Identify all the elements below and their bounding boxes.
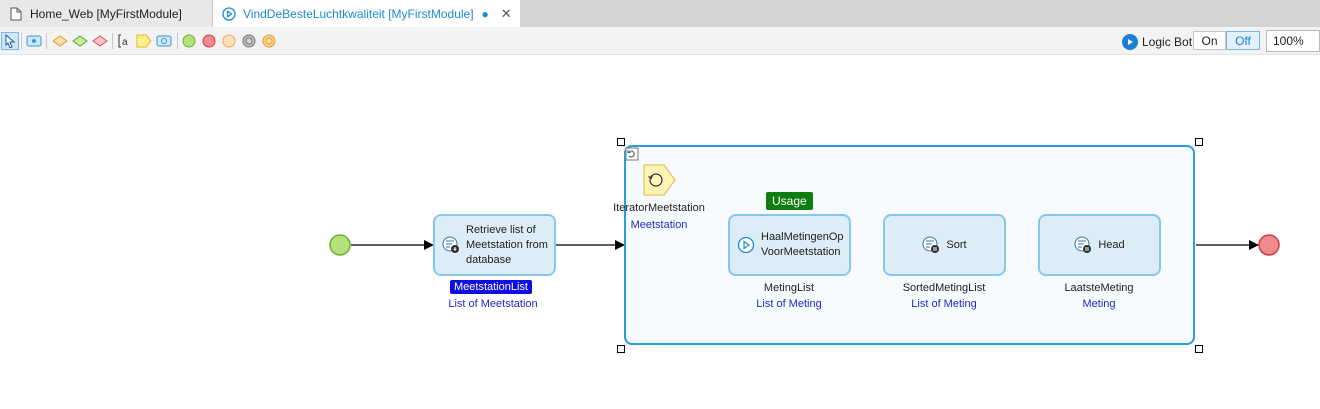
microflow-icon: [221, 6, 237, 22]
resize-handle[interactable]: [617, 345, 625, 353]
variable-type: Meting: [1082, 298, 1116, 310]
usage-badge: Usage: [766, 192, 813, 210]
loop-icon: [625, 147, 639, 161]
variable-type: List of Meting: [911, 298, 977, 310]
close-icon[interactable]: ✕: [500, 5, 512, 21]
error-event-tool-icon[interactable]: [220, 32, 238, 50]
list-operation-icon: [1074, 236, 1092, 254]
logic-bot-icon: [1122, 34, 1138, 50]
toolbar-separator: [177, 33, 178, 49]
tab-microflow[interactable]: VindDeBesteLuchtkwaliteit [MyFirstModule…: [213, 0, 520, 27]
head-activity[interactable]: Head: [1038, 214, 1161, 276]
start-event-tool-icon[interactable]: [180, 32, 198, 50]
iterator-type: Meetstation: [630, 219, 688, 231]
logic-bot-label: Logic Bot: [1142, 35, 1193, 49]
toolbar-separator: [21, 33, 22, 49]
pointer-tool-icon[interactable]: [1, 32, 19, 50]
activity-label: Sort: [946, 238, 967, 251]
activity-label: Retrieve list of Meetstation from databa…: [466, 223, 548, 266]
toolbar-separator: [112, 33, 113, 49]
parameter-tool-icon[interactable]: [135, 32, 153, 50]
call-microflow-activity[interactable]: HaalMetingenOpVoorMeetstation: [728, 214, 851, 276]
logic-bot: Logic Bot: [1122, 34, 1192, 50]
tab-bar: Home_Web [MyFirstModule] VindDeBesteLuch…: [0, 0, 1320, 27]
retrieve-icon: [442, 236, 460, 254]
decision-tool-icon[interactable]: [51, 32, 69, 50]
variable-type: List of Meetstation: [448, 298, 538, 310]
unsaved-indicator: ●: [481, 6, 489, 21]
break-event-tool-icon[interactable]: [240, 32, 258, 50]
resize-handle[interactable]: [1195, 138, 1203, 146]
iterator-name: IteratorMeetstation: [613, 202, 705, 214]
output-variable-name: SortedMetingList: [902, 282, 986, 294]
end-event-tool-icon[interactable]: [200, 32, 218, 50]
start-event[interactable]: [329, 234, 351, 256]
end-event[interactable]: [1258, 234, 1280, 256]
toolbar-separator: [46, 33, 47, 49]
activity-label: HaalMetingenOpVoorMeetstation: [761, 231, 844, 258]
activity-label: Head: [1098, 238, 1125, 251]
continue-event-tool-icon[interactable]: [260, 32, 278, 50]
resize-handle[interactable]: [1195, 345, 1203, 353]
list-operation-icon: [922, 236, 940, 254]
tab-home-web[interactable]: Home_Web [MyFirstModule]: [0, 0, 213, 27]
variable-type: List of Meting: [756, 298, 822, 310]
logic-bot-off-button[interactable]: Off: [1226, 31, 1260, 50]
page-icon: [8, 6, 24, 22]
tab-label: Home_Web [MyFirstModule]: [30, 6, 182, 21]
output-variable-name: LaatsteMeting: [1064, 282, 1134, 294]
iterator-icon[interactable]: [643, 164, 677, 196]
logic-bot-on-button[interactable]: On: [1193, 31, 1226, 50]
output-variable-badge: MeetstationList: [450, 280, 532, 294]
microflow-call-icon: [737, 236, 755, 254]
toolbar: a: [0, 27, 1320, 55]
retrieve-activity[interactable]: Retrieve list of Meetstation from databa…: [433, 214, 556, 276]
activity-tool-icon[interactable]: [25, 32, 43, 50]
sort-activity[interactable]: Sort: [883, 214, 1006, 276]
loop-tool-icon[interactable]: [155, 32, 173, 50]
merge-tool-icon[interactable]: [91, 32, 109, 50]
annotation-tool-icon[interactable]: a: [115, 32, 133, 50]
zoom-input[interactable]: 100%: [1266, 30, 1320, 52]
tab-label: VindDeBesteLuchtkwaliteit [MyFirstModule…: [243, 6, 474, 21]
resize-handle[interactable]: [617, 138, 625, 146]
output-variable-name: MetingList: [763, 282, 815, 294]
object-type-decision-icon[interactable]: [71, 32, 89, 50]
svg-text:a: a: [122, 37, 128, 48]
